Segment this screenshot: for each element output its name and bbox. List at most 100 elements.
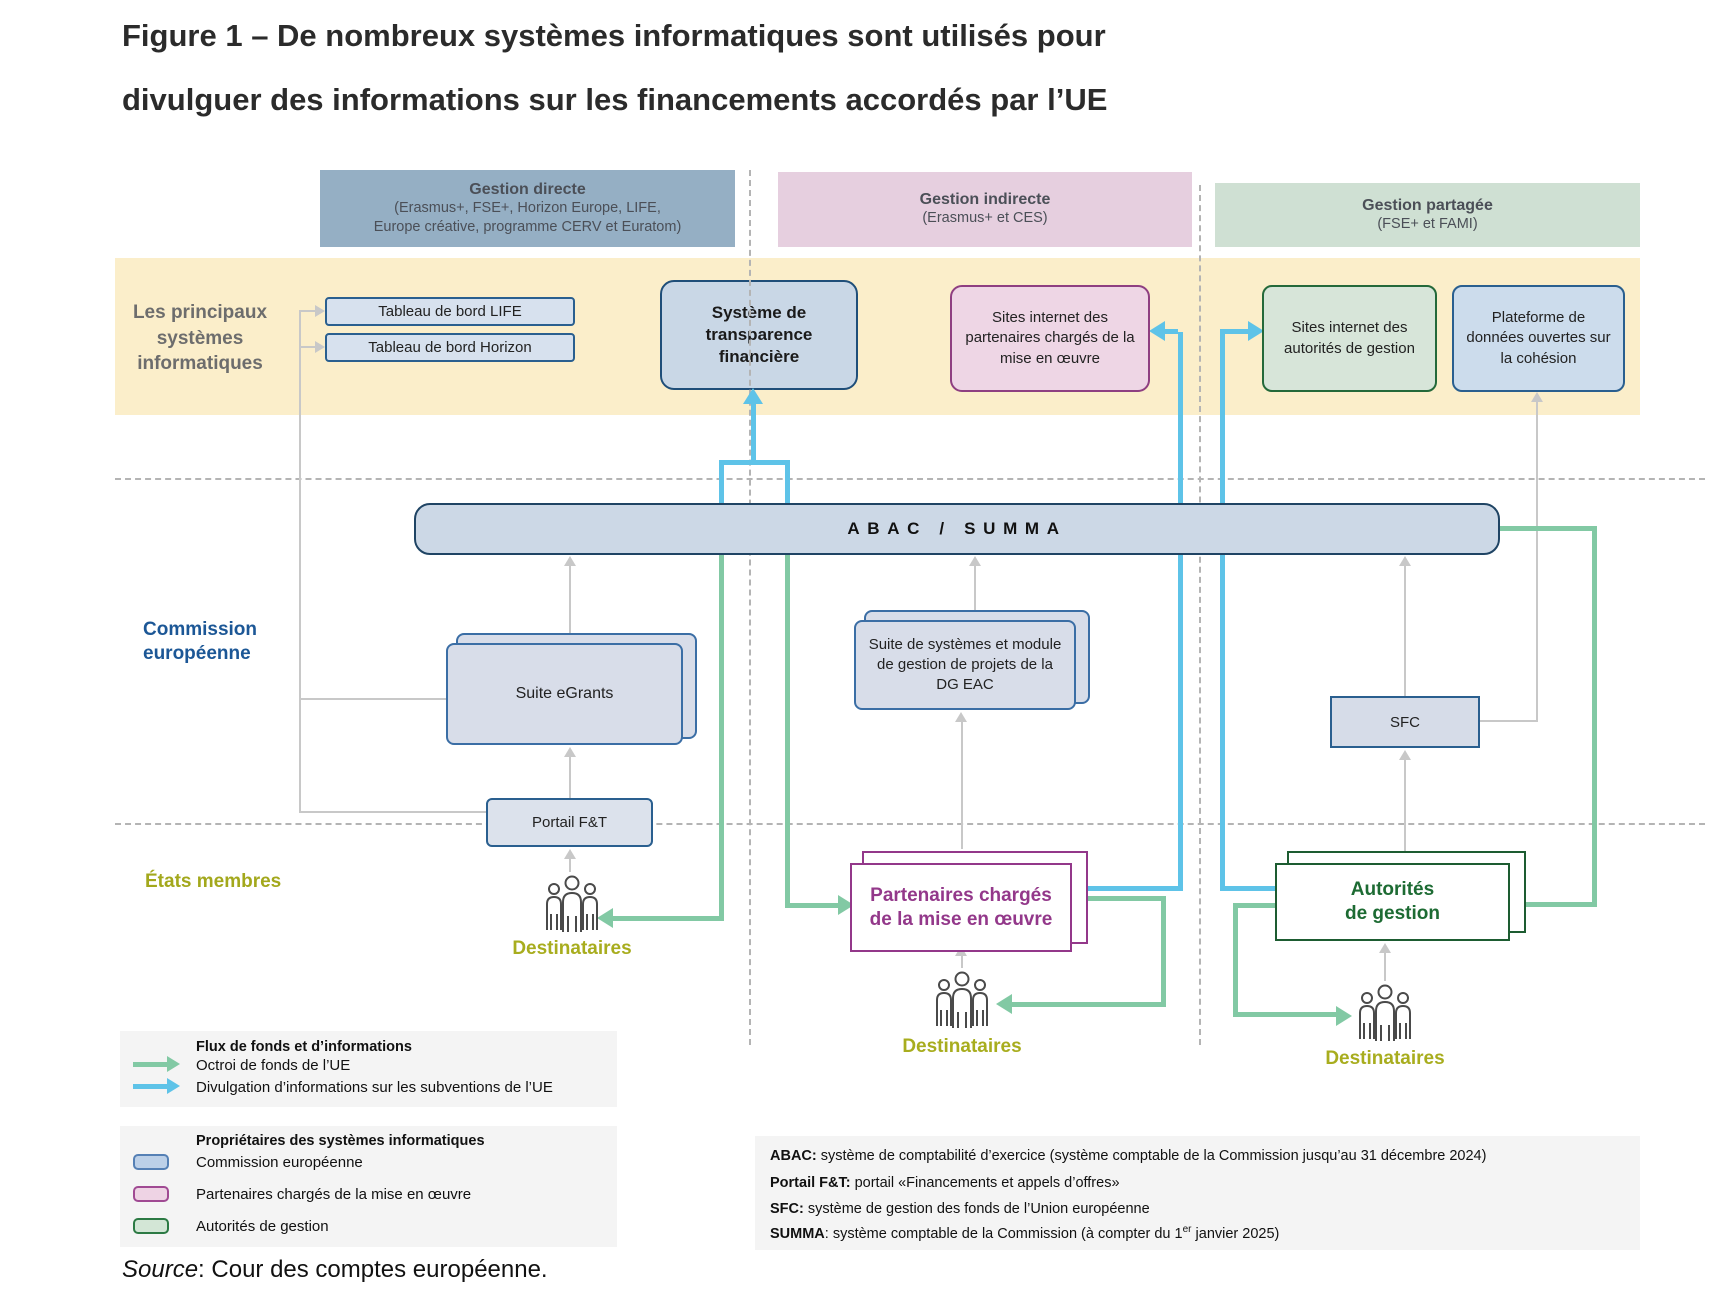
authorities-to-sfc-line: [1404, 759, 1406, 851]
member-states-label: États membres: [145, 871, 282, 892]
column-divider-indirect-shared: [1199, 185, 1201, 1045]
header-direct-management: Gestion directe (Erasmus+, FSE+, Horizon…: [320, 170, 735, 247]
arrowhead-right-recipients: [1336, 1006, 1352, 1026]
abac-to-authorities-hline1: [1500, 526, 1597, 531]
footnote-summa-post: janvier 2025): [1191, 1225, 1280, 1242]
header-indirect-subtitle: (Erasmus+ et CES): [922, 210, 1048, 227]
abac-to-authorities-vline: [1592, 526, 1597, 907]
system-financial-transparency-box: Système de transparence financière: [660, 280, 858, 390]
partners-to-dgeac-line: [961, 722, 963, 849]
arrowhead-to-dgeac: [955, 712, 967, 722]
footnote-portal-text: portail «Financements et appels d’offres…: [850, 1174, 1120, 1191]
header-indirect-management: Gestion indirecte (Erasmus+ et CES): [778, 172, 1192, 247]
partners-to-recipients-hline2: [1012, 1002, 1161, 1007]
authority-websites-box: Sites internet des autorités de gestion: [1262, 285, 1437, 392]
authorities-label-wrap: Autorités de gestion: [1345, 878, 1440, 926]
authorities-to-sites-bottom-hline: [1225, 886, 1275, 891]
trunk-to-portal-line: [299, 811, 486, 813]
partners-to-sites-bottom-hline: [1074, 886, 1178, 891]
arrowhead-to-life: [315, 305, 325, 317]
legend-flows: Flux de fonds et d’informations Octroi d…: [120, 1031, 617, 1107]
partners-to-sites-top-hline: [1164, 329, 1178, 334]
abac-summa-label: ABAC / SUMMA: [847, 519, 1067, 538]
sfc-to-platform-hline: [1480, 720, 1538, 722]
footnote-portal-label: Portail F&T:: [770, 1174, 851, 1191]
source-line: Source: Cour des comptes européenne.: [122, 1256, 548, 1284]
source-text: : Cour des comptes européenne.: [198, 1256, 548, 1283]
dashboard-life-box: Tableau de bord LIFE: [325, 297, 575, 326]
footnote-sfc-label: SFC:: [770, 1200, 804, 1217]
abac-to-left-recipients-hline: [612, 916, 724, 921]
system-financial-transparency-label: Système de transparence financière: [705, 302, 813, 367]
portal-to-egrants-line: [569, 756, 571, 798]
funds-arrow-icon: [133, 1062, 167, 1067]
recipients-label-right: Destinataires: [1325, 1048, 1445, 1069]
legend-owner-authorities: Autorités de gestion: [196, 1218, 329, 1235]
recipients-label-left: Destinataires: [512, 938, 632, 959]
arrowhead-to-horizon: [315, 341, 325, 353]
authority-websites-label: Sites internet des autorités de gestion: [1284, 319, 1415, 357]
owner-swatch-commission: [133, 1154, 169, 1170]
funds-arrowhead-icon: [167, 1056, 180, 1072]
partner-websites-label: Sites internet des partenaires chargés d…: [965, 309, 1135, 367]
partners-label: Partenaires chargés de la mise en œuvre: [869, 884, 1053, 930]
info-arrow-icon: [133, 1084, 167, 1089]
abac-loop-leg-left: [719, 460, 724, 505]
abac-summa-bar: ABAC / SUMMA: [414, 503, 1500, 555]
footnote-sfc: SFC: système de gestion des fonds de l’U…: [770, 1199, 1150, 1217]
source-label: Source: [122, 1256, 199, 1283]
authorities-to-recipients-hline1: [1233, 903, 1275, 908]
arrowhead-to-authority-sites: [1248, 321, 1264, 341]
dashboard-horizon-box: Tableau de bord Horizon: [325, 333, 575, 362]
recipients-icon-left: [546, 875, 598, 932]
trunk-to-egrants-line: [299, 698, 446, 700]
legend-flows-title: Flux de fonds et d’informations: [196, 1039, 412, 1055]
footnote-summa: SUMMA: système comptable de la Commissio…: [770, 1224, 1279, 1242]
legend-info-label: Divulgation d’informations sur les subve…: [196, 1079, 553, 1096]
authorities-label-line1: Autorités: [1350, 879, 1435, 901]
footnote-abac: ABAC: système de comptabilité d’exercice…: [770, 1146, 1486, 1164]
header-direct-subtitle2: Europe créative, programme CERV et Eurat…: [373, 218, 682, 235]
egrants-to-abac-line: [569, 565, 571, 633]
header-shared-title: Gestion partagée: [1362, 196, 1493, 214]
legend-owners: Propriétaires des systèmes informatiques…: [120, 1126, 617, 1247]
arrowhead-left-recipients: [597, 908, 613, 928]
trunk-to-life-line: [299, 310, 315, 312]
arrowhead-dgeac-to-abac: [969, 556, 981, 566]
footnote-abac-label: ABAC:: [770, 1147, 817, 1164]
abac-loop-top: [719, 460, 790, 465]
authorities-to-sites-vline: [1220, 329, 1225, 891]
dgeac-box: Suite de systèmes et module de gestion d…: [854, 620, 1076, 710]
partner-websites-box: Sites internet des partenaires chargés d…: [950, 285, 1150, 392]
legend-owner-commission: Commission européenne: [196, 1154, 363, 1171]
dgeac-label: Suite de systèmes et module de gestion d…: [868, 635, 1062, 694]
recipients-to-portal-line: [569, 858, 571, 872]
band-label: Les principaux systèmes informatiques: [132, 302, 268, 375]
footnote-abac-text: système de comptabilité d’exercice (syst…: [816, 1147, 1487, 1164]
abac-to-transparency-stem: [751, 403, 756, 462]
row-divider-commission: [115, 478, 1705, 480]
recipients-to-partners-line: [961, 955, 963, 968]
open-data-platform-box: Plateforme de données ouvertes sur la co…: [1452, 285, 1625, 392]
recipients-to-authorities-line: [1384, 952, 1386, 981]
left-trunk-line: [299, 311, 301, 812]
owner-swatch-authorities: [133, 1218, 169, 1234]
legend-owner-partners: Partenaires chargés de la mise en œuvre: [196, 1186, 472, 1203]
ft-portal-box: Portail F&T: [486, 798, 653, 847]
trunk-to-horizon-line: [299, 346, 315, 348]
legend-funds-label: Octroi de fonds de l’UE: [196, 1057, 351, 1074]
dgeac-to-abac-line: [974, 565, 976, 610]
arrowhead-to-portal: [564, 849, 576, 859]
authorities-box: Autorités de gestion: [1275, 863, 1510, 941]
sfc-to-platform-vline: [1536, 401, 1538, 722]
column-divider-direct-indirect: [749, 170, 751, 1045]
authorities-to-recipients-hline2: [1238, 1012, 1336, 1017]
arrowhead-to-partner-sites: [1149, 321, 1165, 341]
footnote-summa-label: SUMMA: [770, 1225, 825, 1242]
footnotes-panel: ABAC: système de comptabilité d’exercice…: [755, 1136, 1640, 1250]
header-shared-subtitle: (FSE+ et FAMI): [1377, 215, 1478, 232]
header-direct-title: Gestion directe: [469, 180, 586, 198]
header-shared-management: Gestion partagée (FSE+ et FAMI): [1215, 183, 1640, 247]
arrowhead-to-sfc: [1399, 750, 1411, 760]
sfc-label: SFC: [1390, 713, 1420, 731]
